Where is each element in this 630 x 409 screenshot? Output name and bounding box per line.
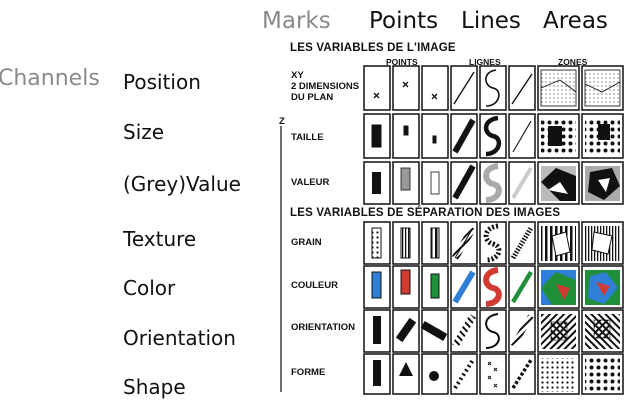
figure-row-shape: FORME	[291, 367, 326, 378]
channel-texture: Texture	[123, 227, 197, 251]
figure-axis-z: Z	[279, 116, 285, 127]
row-shape-zones	[541, 358, 620, 392]
header-areas: Areas	[543, 8, 608, 34]
channels-title: Channels	[0, 66, 100, 91]
channel-grey-value: (Grey)Value	[123, 172, 241, 196]
channel-size: Size	[123, 120, 165, 144]
row-color-marks	[371, 267, 533, 307]
channel-orientation: Orientation	[123, 326, 236, 350]
figure-row-size: TAILLE	[291, 132, 324, 143]
figure-col-lines: LIGNES	[469, 57, 501, 67]
channel-position: Position	[123, 70, 201, 94]
header-points: Points	[369, 8, 439, 34]
figure-section2-title: LES VARIABLES DE SÉPARATION DES IMAGES	[290, 207, 561, 219]
row-value-zones	[541, 166, 620, 201]
header-lines: Lines	[461, 8, 521, 34]
figure-row-color: COULEUR	[291, 280, 338, 291]
header-marks: Marks	[262, 8, 331, 34]
figure-axis-xy: XY	[291, 70, 304, 81]
figure-row-position-2: DU PLAN	[291, 92, 334, 103]
row-position-zones	[540, 69, 621, 107]
row-value-marks	[372, 163, 533, 203]
channel-color: Color	[123, 276, 176, 300]
row-orientation-marks	[373, 313, 534, 349]
row-size-zones	[541, 118, 620, 154]
grid-frame	[363, 65, 624, 395]
figure-row-texture: GRAIN	[291, 237, 322, 248]
row-color-zones	[541, 270, 620, 305]
figure-row-position-1: 2 DIMENSIONS	[291, 81, 360, 92]
figure-row-orientation: ORIENTATION	[291, 322, 356, 333]
row-shape-marks	[373, 358, 533, 390]
figure-col-zones: ZONES	[558, 57, 588, 67]
row-texture-zones	[541, 226, 620, 261]
figure-col-points: POINTS	[386, 57, 418, 67]
figure-section1-title: LES VARIABLES DE L'IMAGE	[290, 42, 456, 54]
row-orientation-zones	[541, 314, 620, 349]
row-position-marks	[373, 69, 533, 107]
channel-shape: Shape	[123, 375, 186, 399]
figure-row-value: VALEUR	[291, 177, 330, 188]
row-size-marks	[371, 115, 532, 157]
row-texture-marks	[371, 223, 534, 263]
